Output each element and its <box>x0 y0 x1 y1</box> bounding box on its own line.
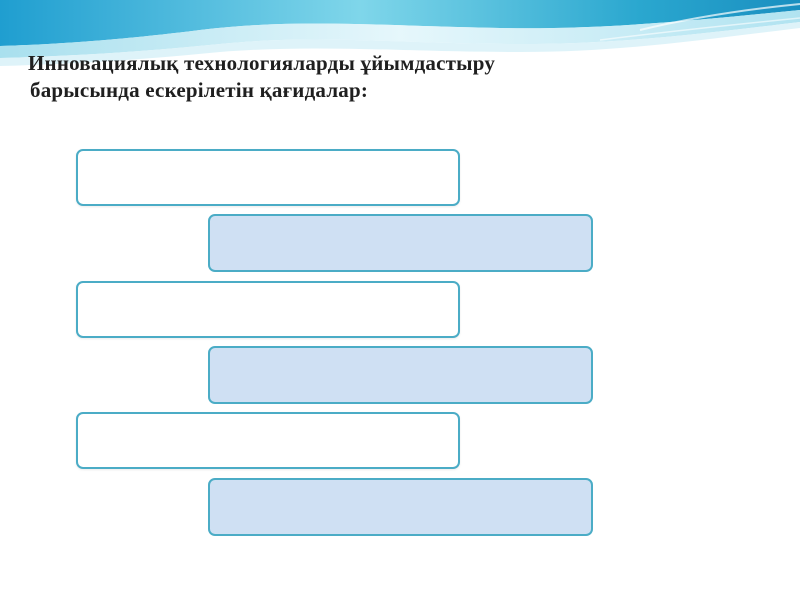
slide-title: Инновациялық технологияларды ұйымдастыру… <box>28 50 668 104</box>
principle-box-3 <box>76 281 460 338</box>
principle-box-2 <box>208 214 593 272</box>
principle-box-1 <box>76 149 460 206</box>
slide-title-line-1: Инновациялық технологияларды ұйымдастыру <box>28 50 668 77</box>
slide-title-line-2: барысында ескерілетін қағидалар: <box>28 77 668 104</box>
principle-box-4 <box>208 346 593 404</box>
principle-box-6 <box>208 478 593 536</box>
principle-box-5 <box>76 412 460 469</box>
